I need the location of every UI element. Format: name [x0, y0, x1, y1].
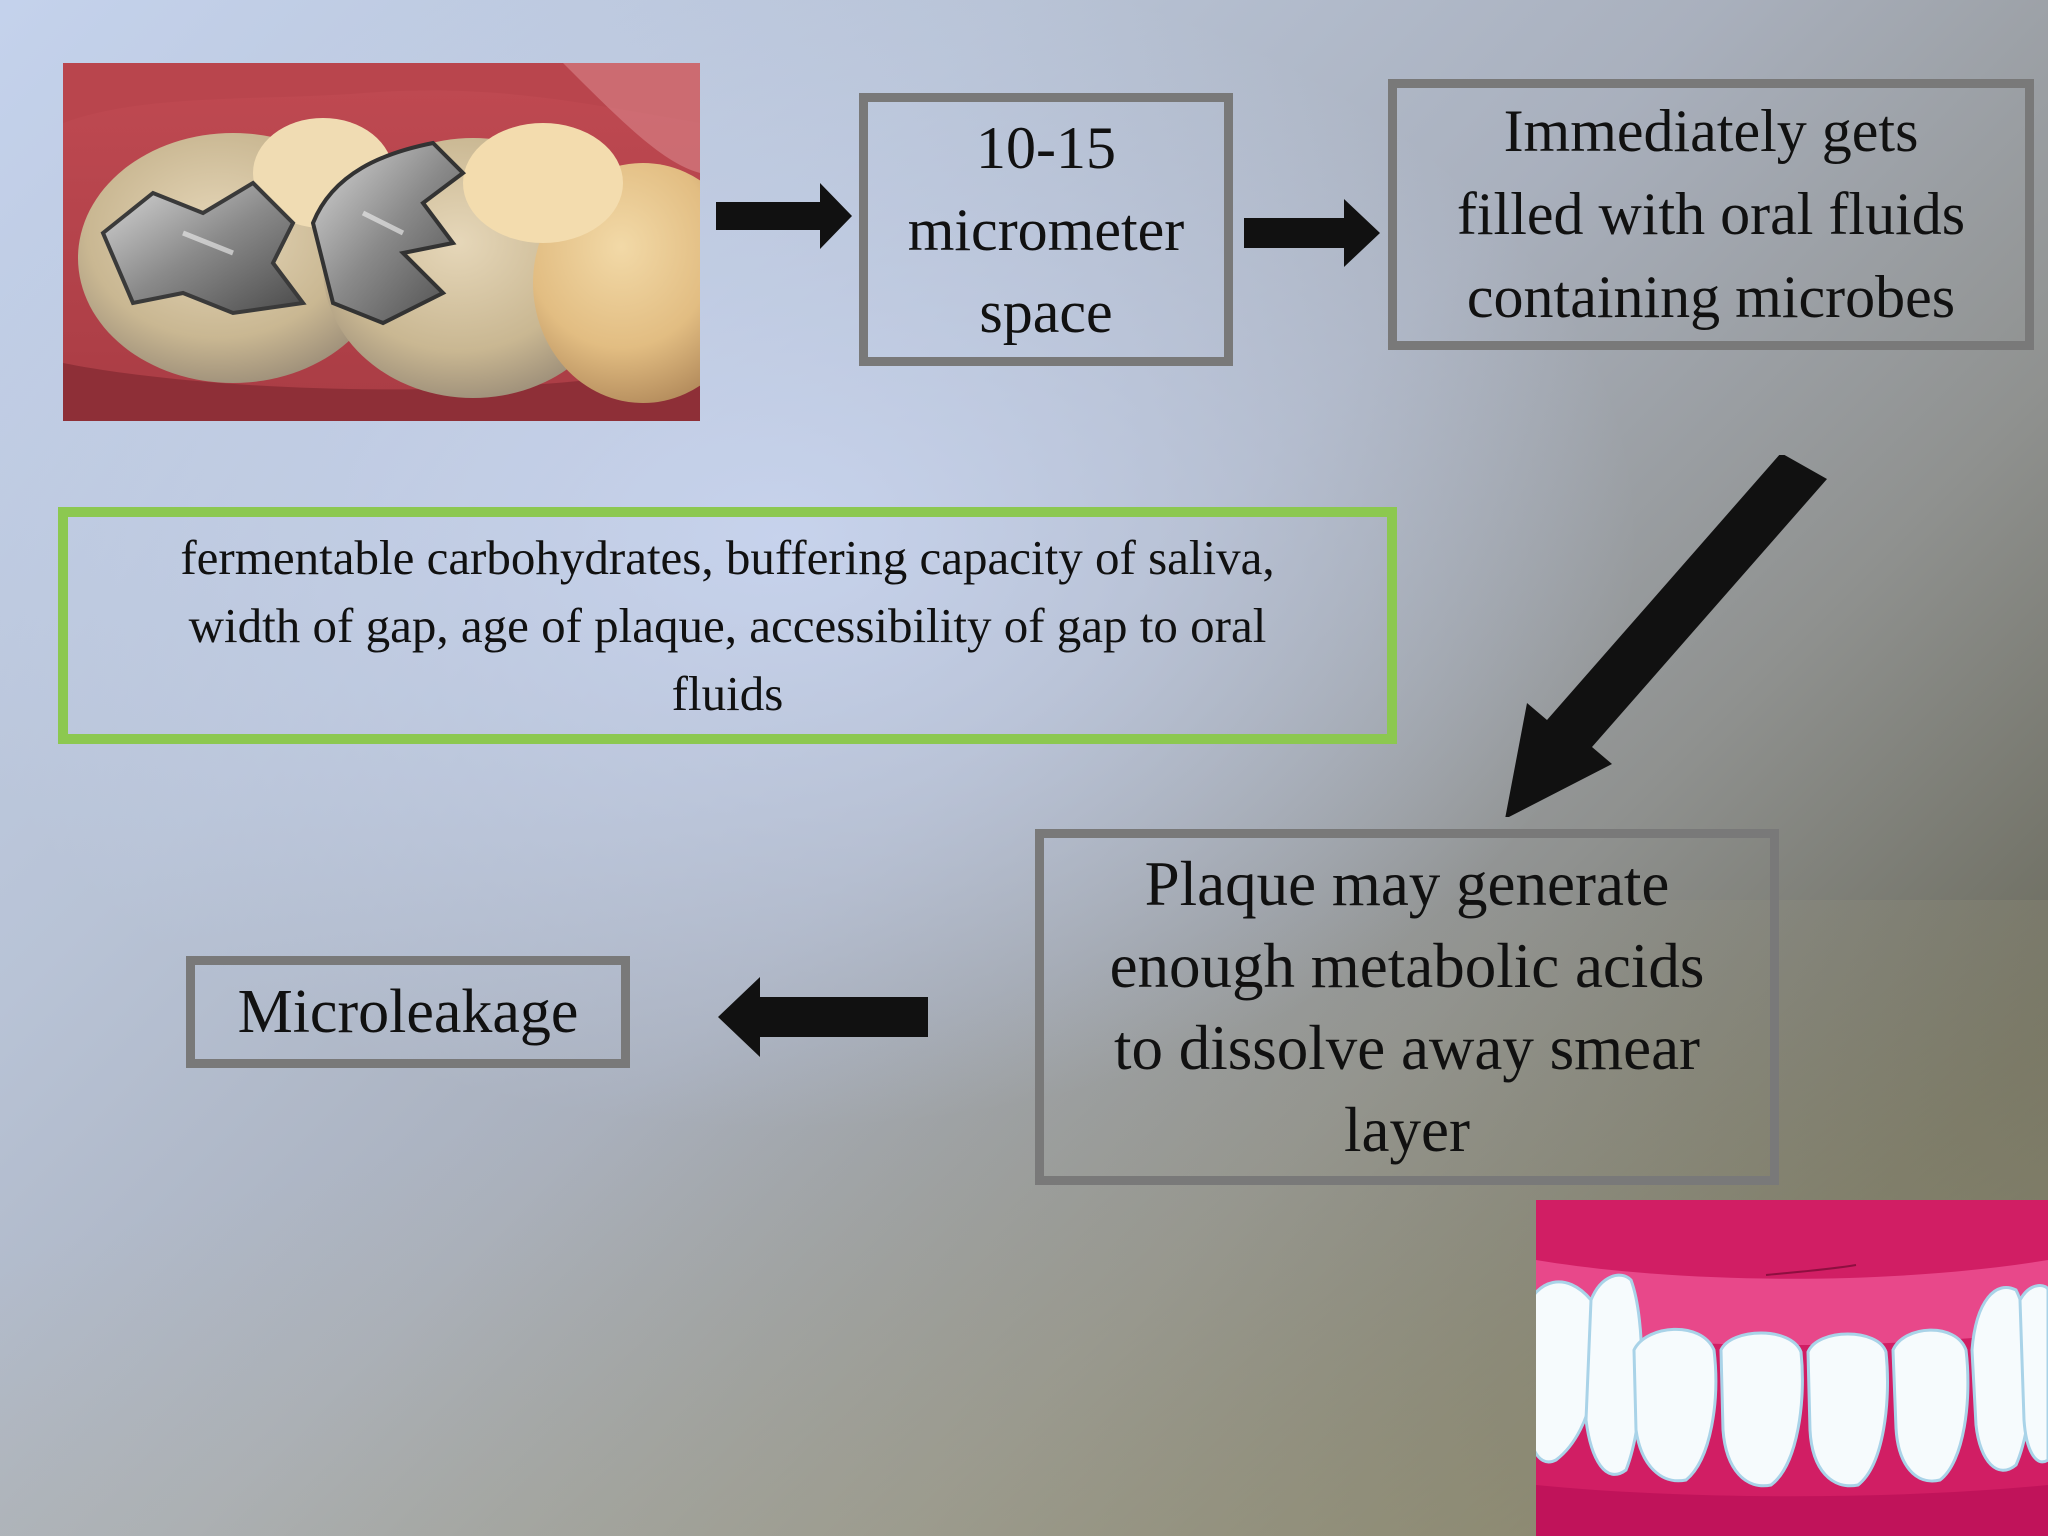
plaque-line-3: to dissolve away smear: [1113, 1013, 1701, 1083]
plaque-line-2: enough metabolic acids: [1109, 931, 1705, 1001]
factors-line-2: width of gap, age of plaque, accessibili…: [188, 597, 1267, 653]
arrow-right-1: [716, 183, 856, 249]
arrow-right-2: [1244, 199, 1382, 267]
factors-line-3: fluids: [671, 665, 784, 721]
fluids-line-3: containing microbes: [1466, 264, 1956, 330]
plaque-line-4: layer: [1344, 1095, 1470, 1165]
factors-box: fermentable carbohydrates, buffering cap…: [58, 507, 1397, 744]
gap-line-1: 10-15: [976, 114, 1116, 181]
plaque-acids-box: Plaque may generate enough metabolic aci…: [1035, 829, 1779, 1185]
arrow-left: [718, 977, 930, 1057]
molars-amalgam-photo: [63, 63, 700, 421]
gap-line-2: micrometer: [907, 196, 1185, 263]
microleakage-label: Microleakage: [237, 978, 579, 1046]
gap-line-3: space: [979, 278, 1113, 345]
microleakage-box: Microleakage: [186, 956, 630, 1068]
fluids-line-2: filled with oral fluids: [1456, 181, 1966, 247]
gap-size-box: 10-15 micrometer space: [859, 93, 1233, 366]
oral-fluids-box: Immediately gets filled with oral fluids…: [1388, 79, 2034, 350]
factors-line-1: fermentable carbohydrates, buffering cap…: [180, 529, 1275, 585]
fluids-line-1: Immediately gets: [1503, 98, 1919, 164]
cartoon-teeth-image: [1536, 1200, 2048, 1536]
plaque-line-1: Plaque may generate: [1144, 849, 1670, 919]
arrow-diagonal-down-left: [1505, 455, 1835, 817]
